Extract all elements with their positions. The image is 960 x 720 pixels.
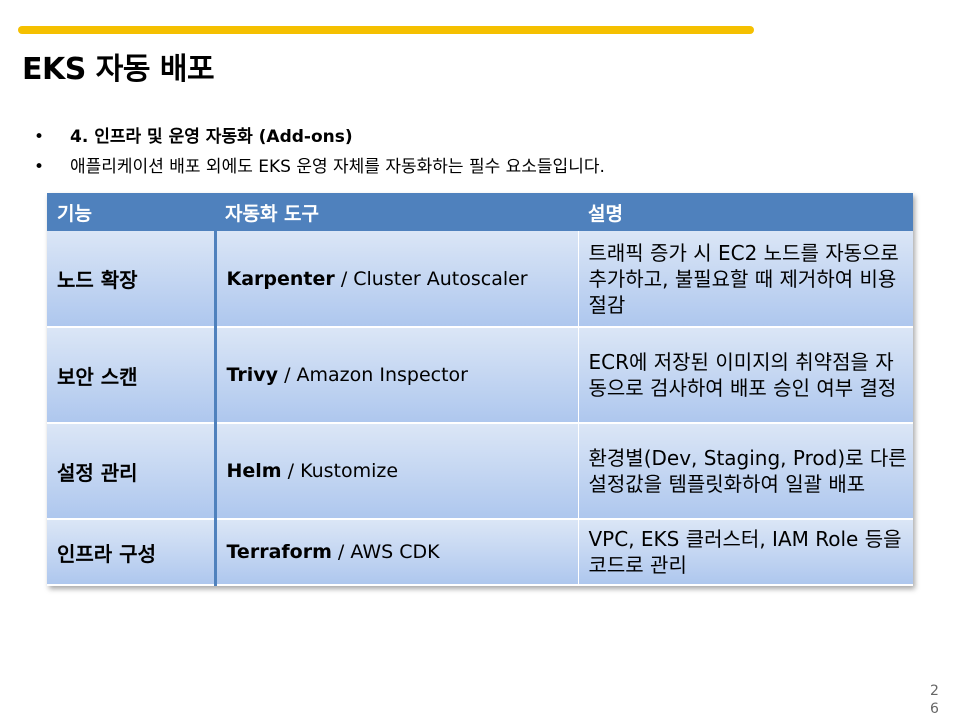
tool-primary: Terraform bbox=[226, 541, 332, 563]
slide-title: EKS 자동 배포 bbox=[22, 52, 215, 87]
row-feature: 보안 스캔 bbox=[47, 327, 217, 424]
row-feature: 노드 확장 bbox=[47, 231, 217, 328]
header-description: 설명 bbox=[578, 193, 913, 231]
bullet-item: • 애플리케이션 배포 외에도 EKS 운영 자체를 자동화하는 필수 요소들입… bbox=[28, 152, 605, 182]
tool-alternative: / AWS CDK bbox=[331, 541, 440, 563]
tool-primary: Helm bbox=[226, 460, 282, 482]
automation-table: 기능 자동화 도구 설명 노드 확장 Karpenter / Cluster A… bbox=[47, 193, 913, 586]
table-row: 보안 스캔 Trivy / Amazon Inspector ECR에 저장된 … bbox=[47, 327, 913, 424]
row-tool: Helm / Kustomize bbox=[215, 423, 579, 520]
row-tool: Karpenter / Cluster Autoscaler bbox=[215, 231, 579, 328]
bullet-marker: • bbox=[34, 157, 45, 177]
bullet-marker: • bbox=[34, 127, 45, 147]
table-row: 노드 확장 Karpenter / Cluster Autoscaler 트래픽… bbox=[47, 231, 913, 328]
tool-primary: Trivy bbox=[226, 364, 279, 386]
bullet-item: • 4. 인프라 및 운영 자동화 (Add-ons) bbox=[28, 122, 605, 152]
header-feature: 기능 bbox=[47, 193, 215, 231]
row-tool: Terraform / AWS CDK bbox=[215, 519, 579, 586]
tool-alternative: / Kustomize bbox=[281, 460, 399, 482]
title-accent-bar bbox=[18, 26, 754, 34]
row-feature: 인프라 구성 bbox=[47, 519, 217, 586]
row-description: VPC, EKS 클러스터, IAM Role 등을 코드로 관리 bbox=[578, 519, 913, 586]
tool-primary: Karpenter bbox=[226, 267, 335, 290]
row-description: 트래픽 증가 시 EC2 노드를 자동으로 추가하고, 불필요할 때 제거하여 … bbox=[578, 231, 913, 328]
row-description: ECR에 저장된 이미지의 취약점을 자동으로 검사하여 배포 승인 여부 결정 bbox=[578, 327, 913, 424]
bullet-text: 애플리케이션 배포 외에도 EKS 운영 자체를 자동화하는 필수 요소들입니다… bbox=[70, 157, 605, 177]
tool-alternative: / Amazon Inspector bbox=[278, 364, 468, 386]
table-header-row: 기능 자동화 도구 설명 bbox=[47, 193, 913, 231]
row-tool: Trivy / Amazon Inspector bbox=[215, 327, 579, 424]
table-row: 인프라 구성 Terraform / AWS CDK VPC, EKS 클러스터… bbox=[47, 519, 913, 586]
table-row: 설정 관리 Helm / Kustomize 환경별(Dev, Staging,… bbox=[47, 423, 913, 520]
row-description: 환경별(Dev, Staging, Prod)로 다른 설정값을 템플릿화하여 … bbox=[578, 423, 913, 520]
tool-alternative: / Cluster Autoscaler bbox=[334, 267, 528, 290]
bullet-list: • 4. 인프라 및 운영 자동화 (Add-ons) • 애플리케이션 배포 … bbox=[28, 122, 605, 182]
bullet-text: 4. 인프라 및 운영 자동화 (Add-ons) bbox=[70, 127, 353, 147]
page-number: 26 bbox=[930, 683, 939, 717]
row-feature: 설정 관리 bbox=[47, 423, 217, 520]
header-tool: 자동화 도구 bbox=[215, 193, 578, 231]
